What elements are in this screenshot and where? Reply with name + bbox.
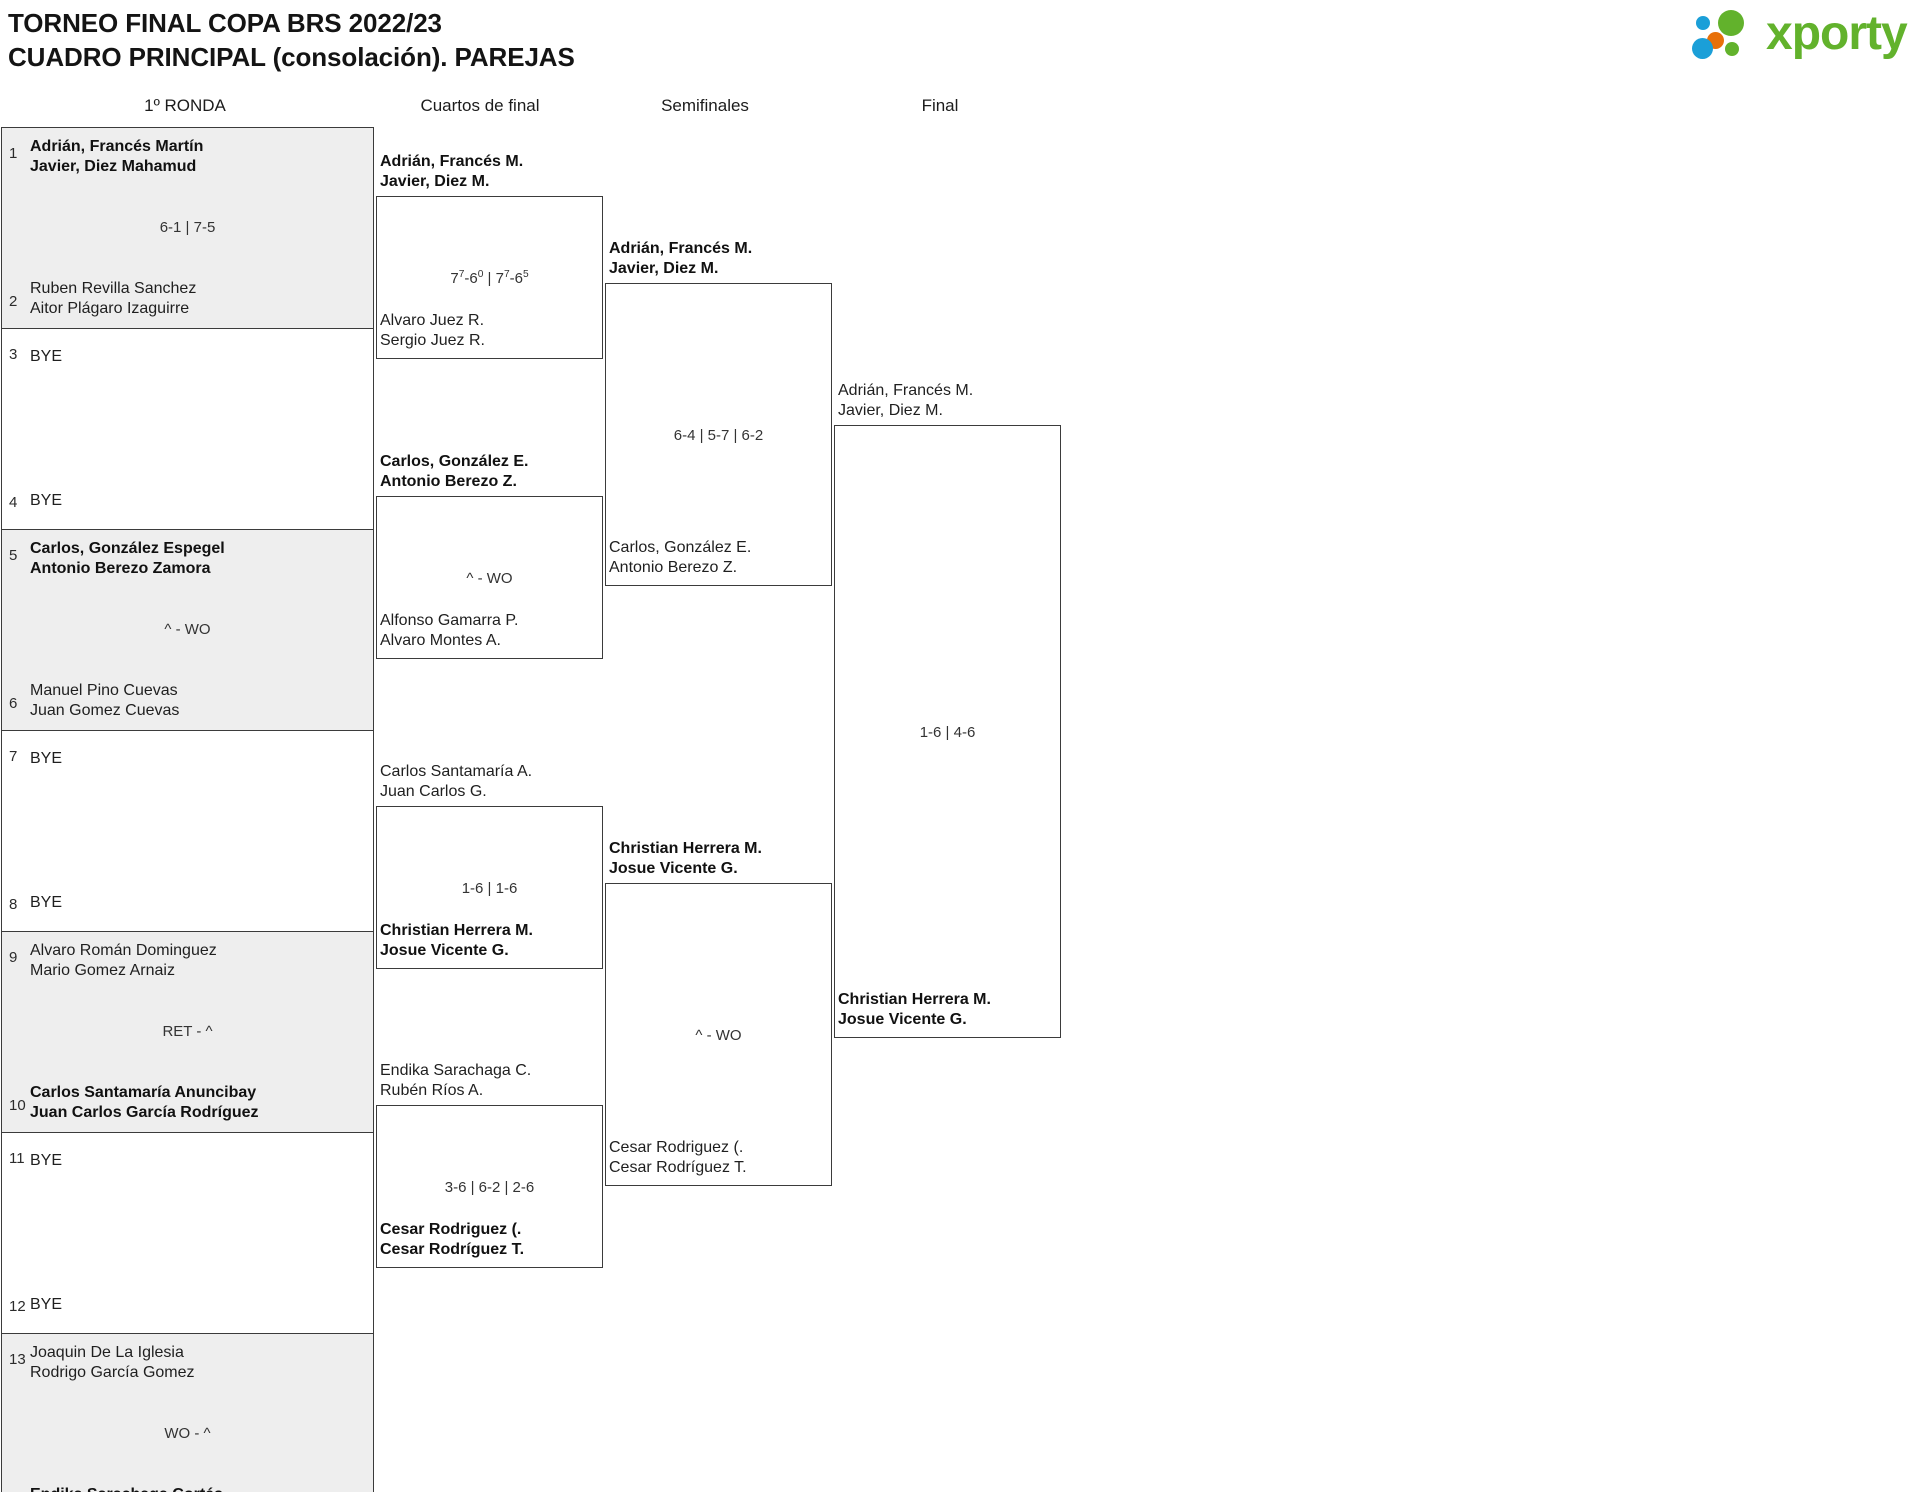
semifinal-box[interactable]: 6-4 | 5-7 | 6-2 [605, 283, 832, 586]
logo-dots-icon [1690, 8, 1764, 62]
seed-number: 7 [9, 748, 18, 765]
final-box[interactable]: 1-6 | 4-6 [834, 425, 1061, 1038]
match-score: 6-1 | 7-5 [159, 219, 216, 236]
team-names: BYE [30, 1296, 63, 1313]
round1-slot[interactable]: 11 BYE [2, 1133, 373, 1233]
seed-number: 5 [9, 547, 18, 564]
round1-slot[interactable]: 3 BYE [2, 329, 373, 429]
quarterfinal-top-team: Carlos Santamaría A.Juan Carlos G. [380, 763, 533, 800]
round-header-r1: 1º RONDA [144, 96, 226, 115]
team-names: BYE [30, 894, 63, 911]
round1-slot[interactable]: 8 BYE [2, 831, 373, 931]
quarterfinal-box[interactable]: ^ - WO [376, 496, 603, 659]
seed-number: 11 [9, 1150, 25, 1167]
final-score: 1-6 | 4-6 [919, 723, 976, 741]
quarterfinal-box[interactable]: 77-60 | 77-65 [376, 196, 603, 359]
team-names: BYE [30, 1152, 63, 1169]
quarterfinal-bottom-team: Cesar Rodriguez (.Cesar Rodríguez T. [380, 1221, 525, 1258]
final-bottom-team: Christian Herrera M.Josue Vicente G. [838, 991, 991, 1028]
title-line-1: TORNEO FINAL COPA BRS 2022/23 [8, 8, 442, 38]
semifinal-box[interactable]: ^ - WO [605, 883, 832, 1186]
semifinal-bottom-team: Cesar Rodriguez (.Cesar Rodríguez T. [609, 1139, 747, 1176]
seed-number: 1 [9, 145, 18, 162]
round-header-sf: Semifinales [661, 96, 749, 115]
match-score: WO - ^ [164, 1425, 211, 1442]
title-line-2: CUADRO PRINCIPAL (consolación). PAREJAS [8, 42, 575, 72]
match-score: RET - ^ [162, 1023, 213, 1040]
team-names: Endika Sarachaga CortésRubén Ríos Alonso [30, 1485, 223, 1492]
round1-slot[interactable]: 14Endika Sarachaga CortésRubén Ríos Alon… [2, 1434, 373, 1492]
quarterfinal-bottom-team: Christian Herrera M.Josue Vicente G. [380, 922, 533, 959]
seed-number: 8 [9, 896, 18, 913]
semifinal-bottom-team: Carlos, González E.Antonio Berezo Z. [609, 539, 752, 576]
quarterfinal-top-team: Carlos, González E.Antonio Berezo Z. [380, 453, 529, 490]
round-header-f: Final [921, 96, 959, 115]
seed-number: 6 [9, 695, 18, 712]
final-top-team: Adrián, Francés M.Javier, Diez M. [838, 382, 974, 419]
semifinal-top-team: Christian Herrera M.Josue Vicente G. [609, 840, 762, 877]
quarterfinal-score: 1-6 | 1-6 [461, 879, 518, 897]
quarterfinal-score: 77-60 | 77-65 [450, 268, 529, 287]
match-score: ^ - WO [164, 621, 211, 638]
semifinal-top-team: Adrián, Francés M.Javier, Diez M. [609, 240, 753, 277]
round-header-qf: Cuartos de final [420, 96, 540, 115]
xporty-logo[interactable]: xporty [1690, 7, 1910, 62]
seed-number: 12 [9, 1298, 26, 1315]
seed-number: 4 [9, 494, 18, 511]
team-names: BYE [30, 750, 63, 767]
quarterfinal-bottom-team: Alfonso Gamarra P.Alvaro Montes A. [380, 612, 519, 649]
round1-slot[interactable]: 7 BYE [2, 731, 373, 831]
semifinal-score: ^ - WO [695, 1026, 742, 1044]
quarterfinal-top-team: Endika Sarachaga C.Rubén Ríos A. [380, 1062, 532, 1099]
quarterfinal-score: ^ - WO [466, 569, 513, 587]
quarterfinal-box[interactable]: 1-6 | 1-6 [376, 806, 603, 969]
seed-number: 10 [9, 1097, 26, 1114]
page-title: TORNEO FINAL COPA BRS 2022/23 CUADRO PRI… [8, 6, 575, 74]
logo-wordmark: xporty [1766, 7, 1908, 60]
quarterfinal-box[interactable]: 3-6 | 6-2 | 2-6 [376, 1105, 603, 1268]
quarterfinal-top-team: Adrián, Francés M.Javier, Diez M. [380, 153, 524, 190]
seed-number: 9 [9, 949, 18, 966]
round1-slot[interactable]: 4 BYE [2, 429, 373, 529]
semifinal-score: 6-4 | 5-7 | 6-2 [673, 426, 764, 444]
quarterfinal-score: 3-6 | 6-2 | 2-6 [444, 1178, 535, 1196]
seed-number: 13 [9, 1351, 26, 1368]
quarterfinal-bottom-team: Alvaro Juez R.Sergio Juez R. [380, 312, 485, 349]
team-names: BYE [30, 492, 63, 509]
seed-number: 3 [9, 346, 18, 363]
seed-number: 2 [9, 293, 18, 310]
team-names: BYE [30, 348, 63, 365]
